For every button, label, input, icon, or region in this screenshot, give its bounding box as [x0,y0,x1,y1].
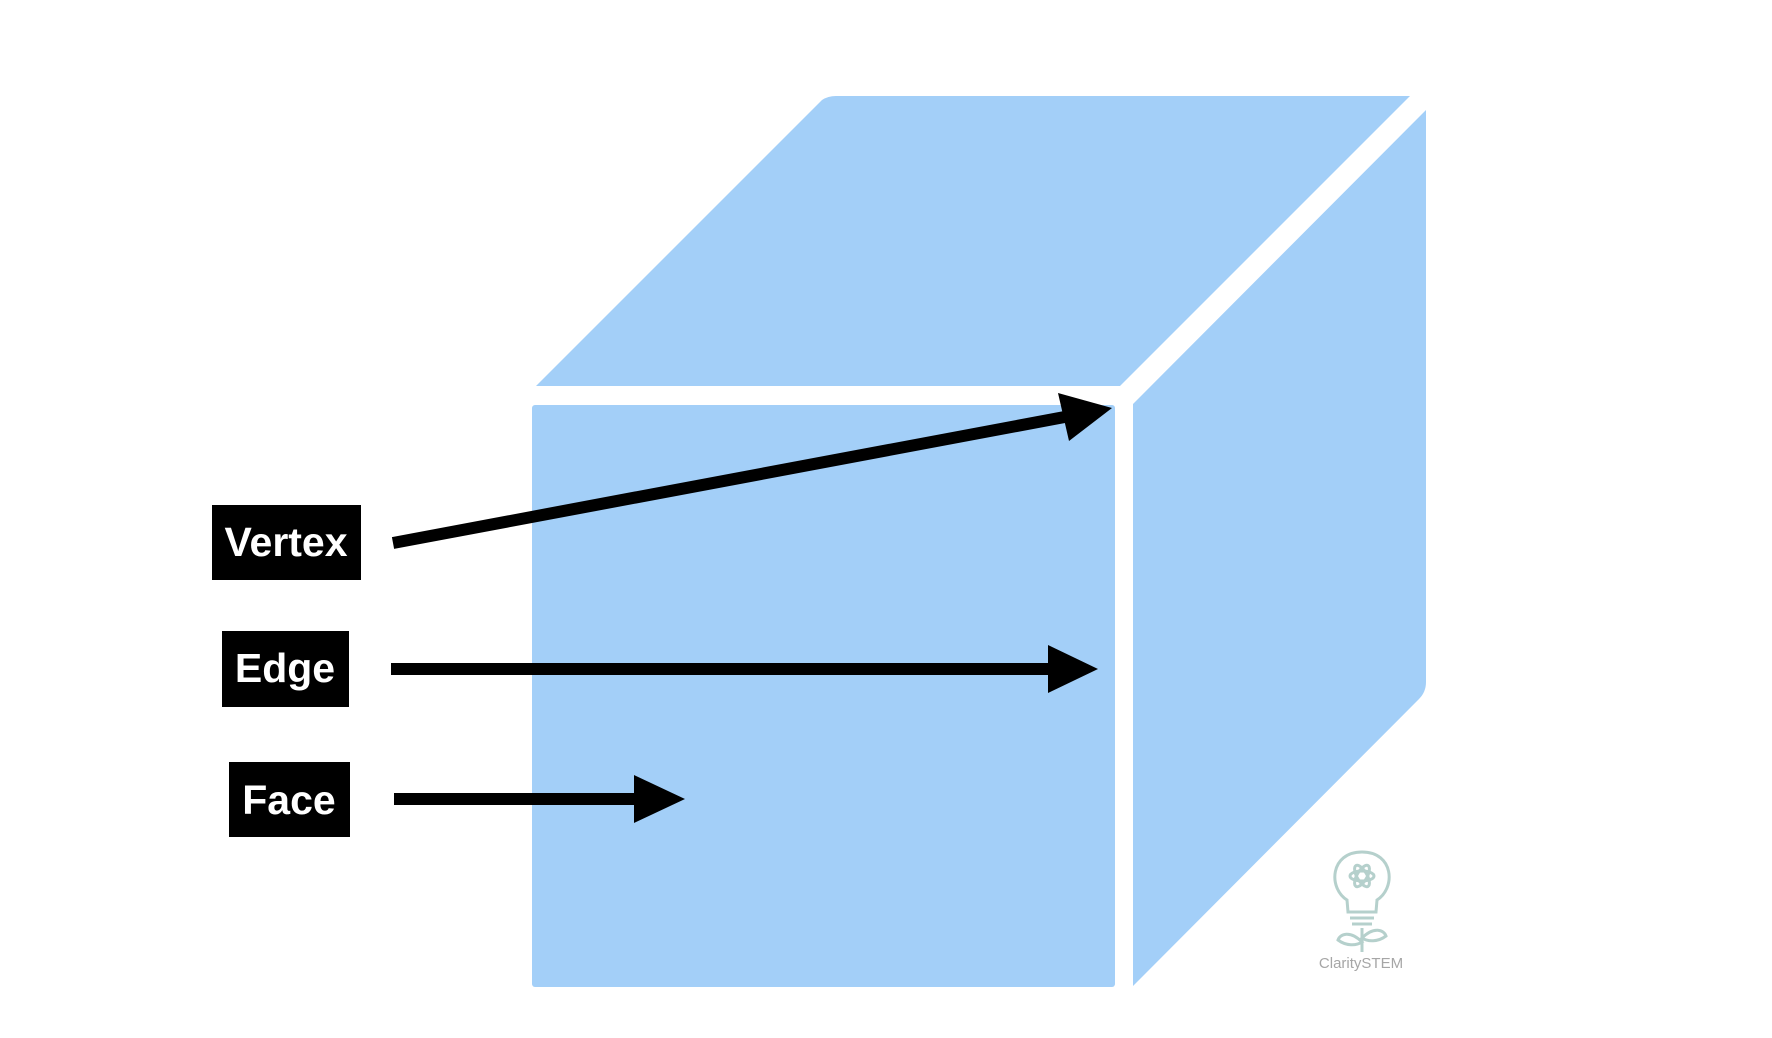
cube-top-face [536,96,1410,386]
vertex-arrow [391,393,1112,549]
vertex-label: Vertex [212,505,361,580]
cube-front-face [532,405,1115,987]
edge-label: Edge [222,631,349,707]
edge-label-text: Edge [235,645,335,691]
vertex-label-text: Vertex [224,519,347,565]
claritystem-logo: ClaritySTEM [1319,850,1403,972]
edge-arrow [391,645,1098,693]
cube-side-face [1133,110,1426,986]
watermark-text: ClaritySTEM [1319,955,1403,972]
face-label-text: Face [242,777,335,823]
lightbulb-atom-plant-icon [1333,850,1391,952]
face-label: Face [229,762,350,837]
face-arrow [394,775,685,823]
